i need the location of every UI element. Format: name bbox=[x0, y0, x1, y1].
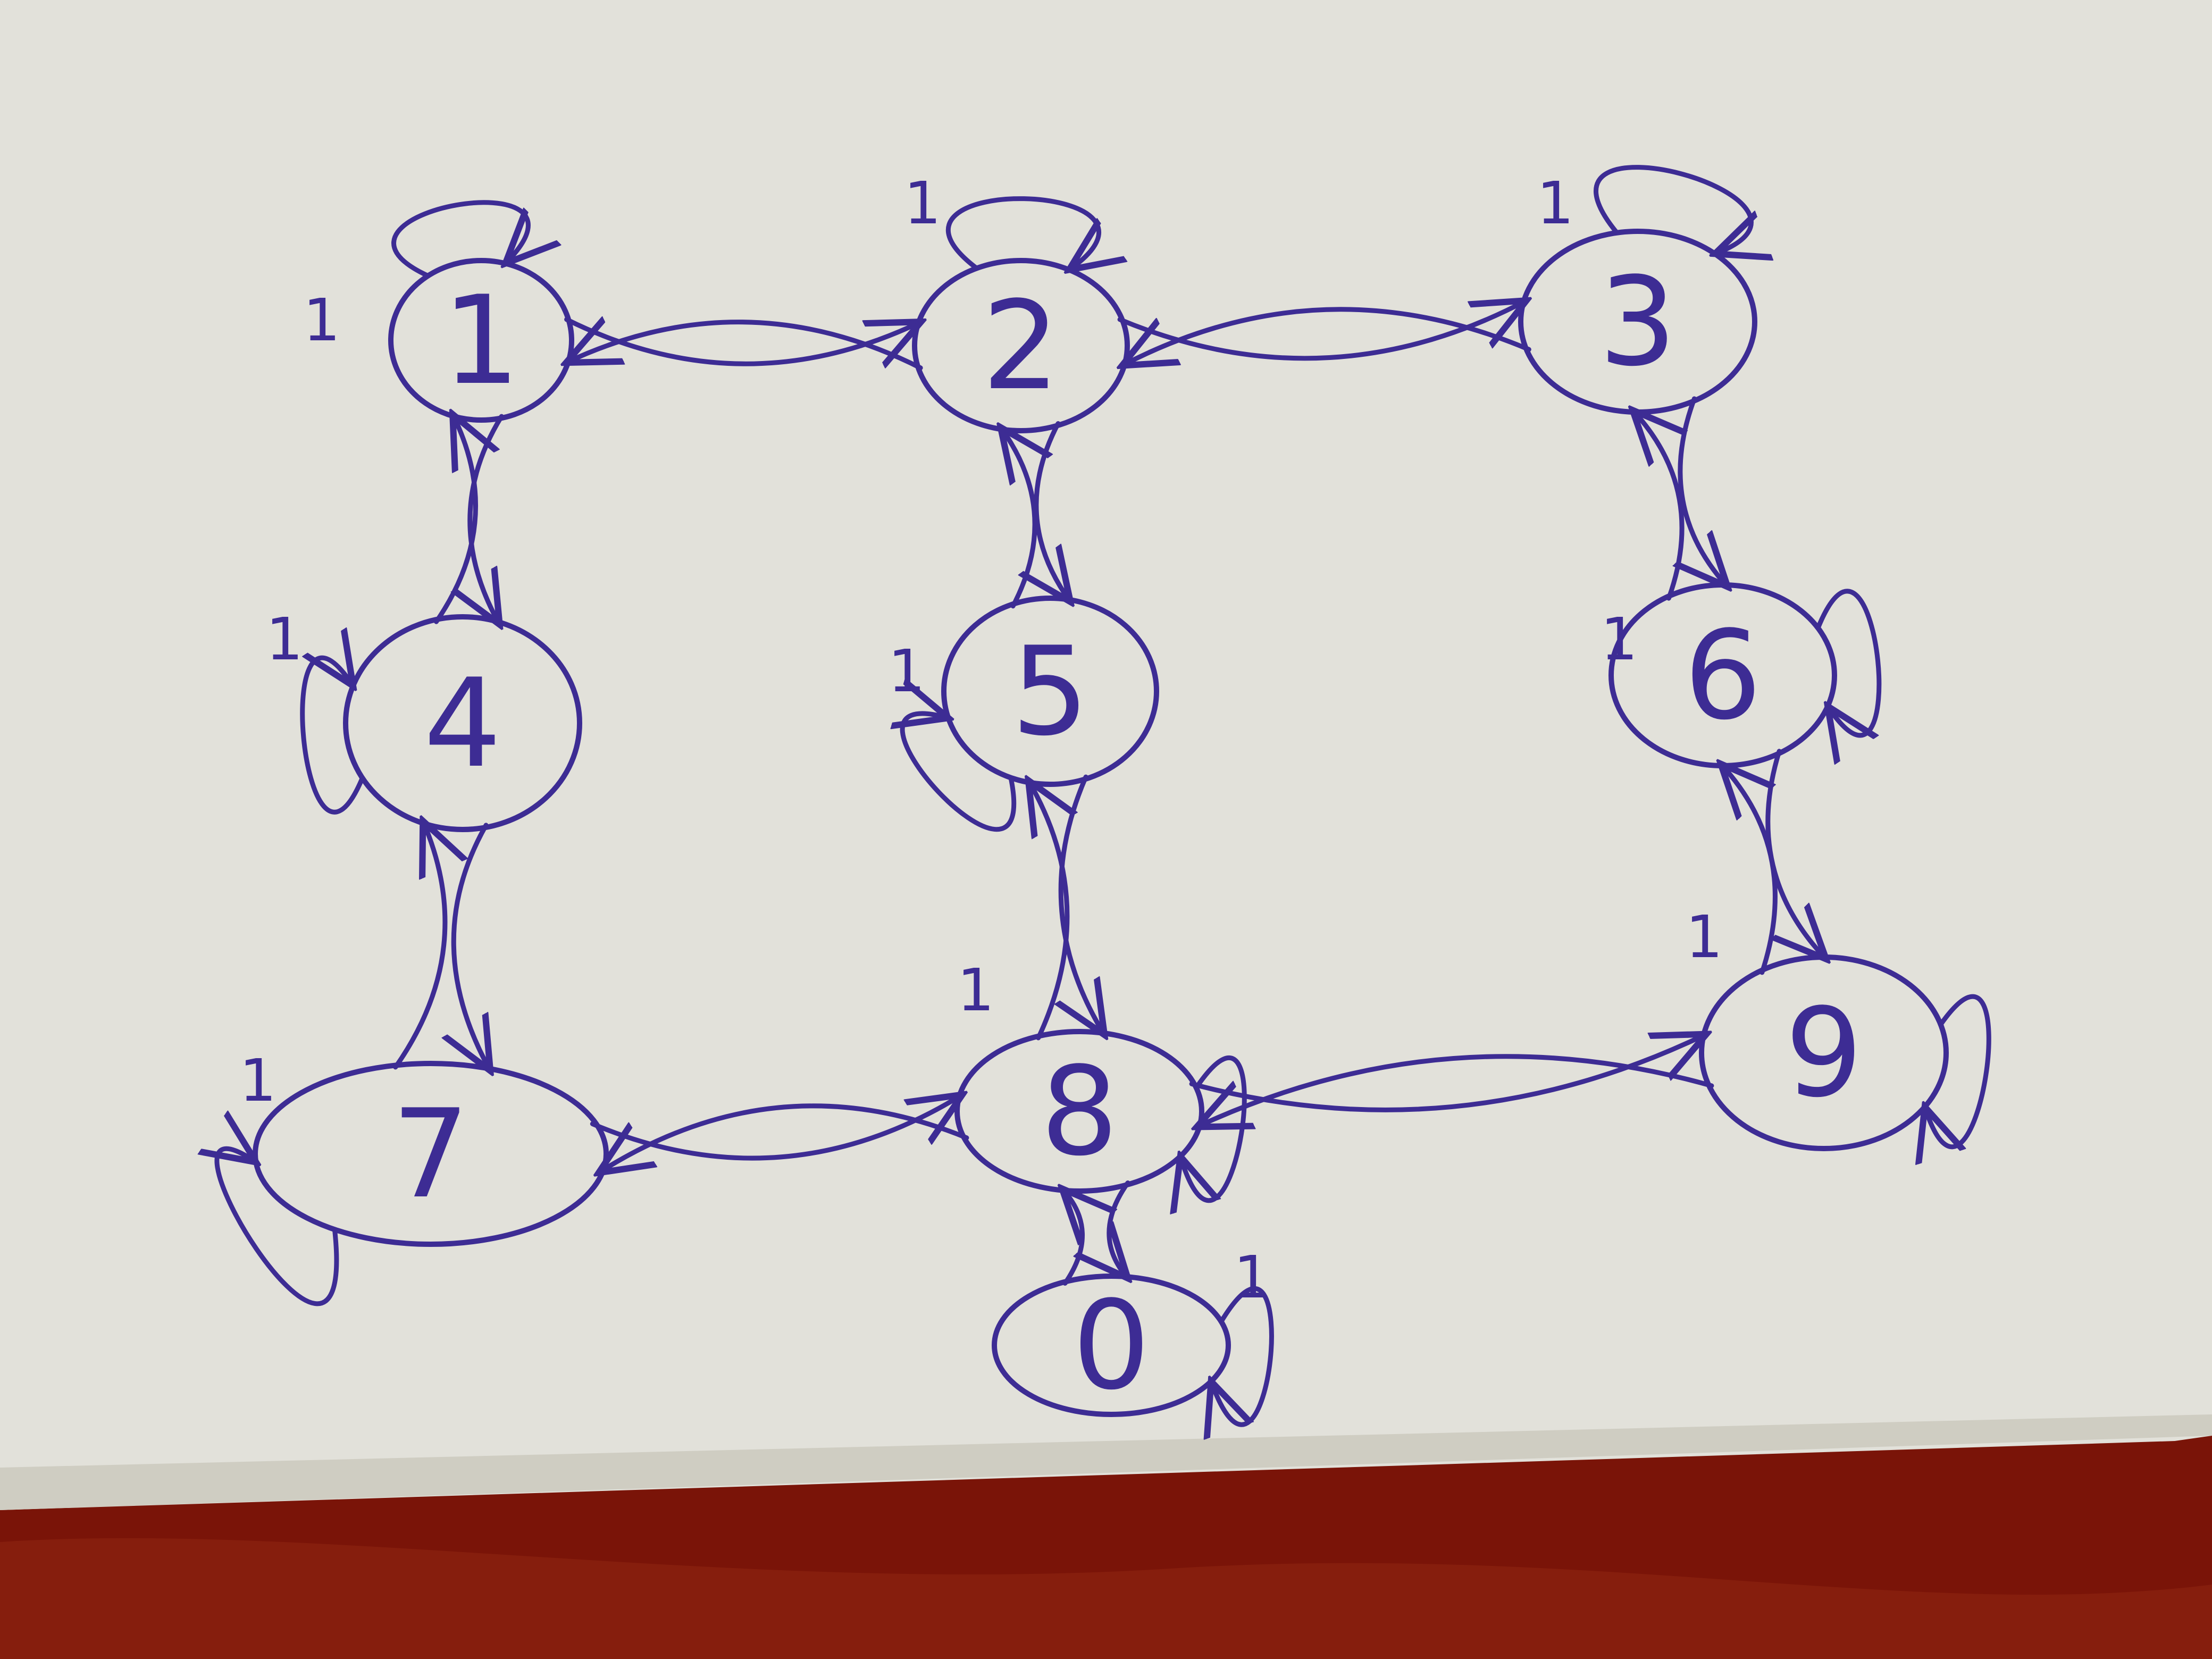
self-loop-0 bbox=[1211, 1286, 1274, 1425]
edge-4-to-1 bbox=[434, 414, 476, 624]
weight-mark-2: 1 bbox=[904, 169, 941, 237]
node-label-9: 9 bbox=[1785, 983, 1863, 1125]
node-circle-0 bbox=[992, 1273, 1231, 1417]
edge-4-to-7 bbox=[454, 823, 490, 1071]
edge-0-to-8 bbox=[1062, 1189, 1083, 1286]
edge-3-to-2 bbox=[1122, 307, 1531, 366]
node-3: 3 bbox=[1518, 229, 1757, 415]
table-reflection bbox=[0, 1538, 2212, 1659]
edge-6-to-3 bbox=[1633, 410, 1682, 601]
node-0: 0 bbox=[992, 1273, 1231, 1417]
node-label-7: 7 bbox=[392, 1084, 470, 1226]
weight-mark-5: 1 bbox=[888, 637, 925, 705]
self-loop-6 bbox=[1815, 589, 1882, 735]
weight-mark-7: 1 bbox=[239, 1046, 276, 1115]
node-label-3: 3 bbox=[1599, 252, 1677, 393]
node-circle-5 bbox=[941, 596, 1159, 787]
self-loop-4 bbox=[300, 658, 365, 815]
node-circle-7 bbox=[253, 1061, 609, 1247]
paper-edge bbox=[0, 1414, 2212, 1510]
node-label-8: 8 bbox=[1041, 1041, 1118, 1183]
self-loop-8 bbox=[1180, 1055, 1247, 1200]
node-2: 2 bbox=[912, 258, 1130, 433]
self-loop-3 bbox=[1594, 165, 1751, 254]
node-circle-6 bbox=[1608, 582, 1837, 768]
self-loop-2 bbox=[945, 196, 1099, 270]
weight-mark-8: 1 bbox=[957, 956, 994, 1024]
node-8: 8 bbox=[954, 1029, 1204, 1194]
node-circle-1 bbox=[388, 258, 574, 423]
weight-mark-6: 1 bbox=[1601, 605, 1638, 673]
paper-sheet bbox=[0, 0, 2212, 1510]
node-circle-8 bbox=[954, 1029, 1204, 1194]
node-label-0: 0 bbox=[1073, 1275, 1150, 1417]
edge-8-to-7 bbox=[599, 1103, 969, 1173]
node-7: 7 bbox=[253, 1061, 609, 1247]
node-label-2: 2 bbox=[982, 275, 1060, 417]
node-circle-4 bbox=[343, 614, 582, 832]
edge-5-to-2 bbox=[1001, 428, 1035, 609]
edge-7-to-4 bbox=[393, 821, 445, 1070]
self-loop-9 bbox=[1925, 994, 1991, 1147]
edges-layer bbox=[393, 300, 1826, 1286]
edge-9-to-6 bbox=[1721, 764, 1778, 975]
weight-mark-4: 1 bbox=[266, 605, 303, 673]
node-label-1: 1 bbox=[442, 270, 520, 412]
nodes-layer: 1 2 3 4 5 6 7 8 9 0 bbox=[253, 229, 1949, 1417]
self-loops-layer bbox=[217, 165, 1991, 1425]
edge-9-to-8 bbox=[1197, 1054, 1714, 1127]
self-loop-5 bbox=[902, 714, 1017, 832]
node-1: 1 bbox=[388, 258, 574, 423]
node-6: 6 bbox=[1608, 582, 1837, 768]
node-4: 4 bbox=[343, 614, 582, 832]
weight-mark-0: 1 bbox=[1234, 1243, 1271, 1311]
edge-8-to-5 bbox=[1028, 781, 1067, 1041]
weight-mark-1: 1 bbox=[303, 286, 340, 354]
weight-mark-3: 1 bbox=[1537, 169, 1574, 237]
node-9: 9 bbox=[1699, 954, 1949, 1151]
node-circle-3 bbox=[1518, 229, 1757, 415]
node-label-4: 4 bbox=[424, 653, 501, 795]
node-label-5: 5 bbox=[1011, 621, 1089, 763]
node-label-6: 6 bbox=[1684, 605, 1762, 747]
weight-marks-layer: 1 1 1 1 1 1 1 1 1 1 bbox=[239, 169, 1723, 1311]
self-loop-1 bbox=[391, 200, 528, 279]
weight-mark-9: 1 bbox=[1686, 903, 1723, 971]
self-loop-7 bbox=[217, 1149, 339, 1306]
node-circle-9 bbox=[1699, 954, 1949, 1151]
edge-8-to-9 bbox=[1189, 1034, 1706, 1112]
node-circle-2 bbox=[912, 258, 1130, 433]
edge-2-to-1 bbox=[566, 322, 923, 371]
node-5: 5 bbox=[941, 596, 1159, 787]
